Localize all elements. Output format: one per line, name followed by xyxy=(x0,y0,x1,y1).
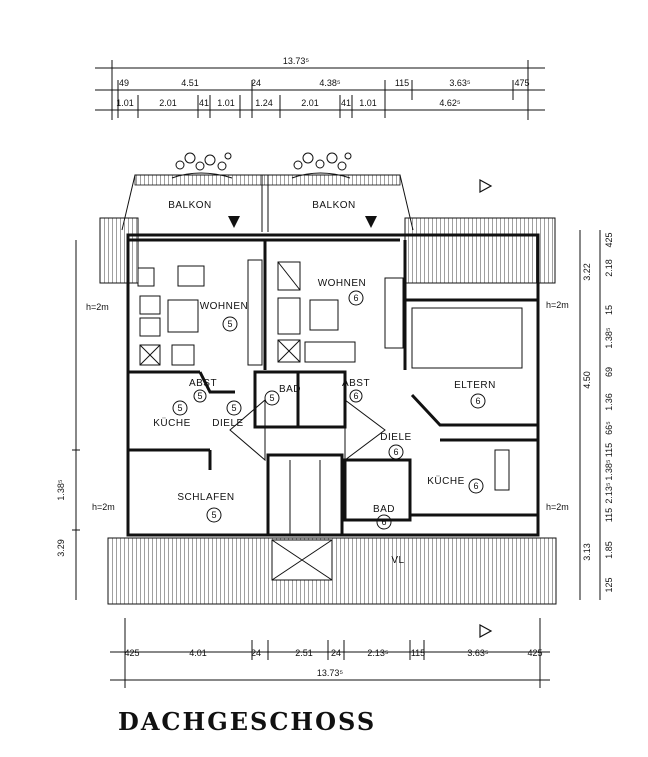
dim-right-col: 1.85 xyxy=(604,541,614,559)
room-label-abst-left: ABST xyxy=(189,378,217,389)
marker-wohnen-left: 5 xyxy=(227,319,232,329)
room-markers: 5 6 6 5 5 6 6 5 5 6 5 6 xyxy=(172,290,486,530)
dim-top-row2: 1.01 xyxy=(359,98,377,108)
dim-right-col: 66⁵ xyxy=(604,421,614,435)
room-label-bad-right: BAD xyxy=(373,504,395,515)
dim-bottom-row: 425 xyxy=(527,648,542,658)
dim-right-h2: h=2m xyxy=(546,502,569,512)
dim-bottom-row: 3.63⁵ xyxy=(467,648,489,658)
dim-bottom-row: 425 xyxy=(124,648,139,658)
arrow-marker-top xyxy=(479,178,493,194)
drawing-title: DACHGESCHOSS xyxy=(118,707,376,736)
left-dimensions: h=2m 1.38⁵ h=2m 3.29 xyxy=(56,240,115,600)
room-label-wohnen-left: WOHNEN xyxy=(200,301,249,312)
marker-diele-left: 5 xyxy=(231,403,236,413)
dim-right-col: 115 xyxy=(604,443,614,457)
dim-right-col: 1.36 xyxy=(604,393,614,411)
dim-right-col: 2.13⁵ xyxy=(604,482,614,504)
dim-right-col: 115 xyxy=(604,508,614,522)
dim-top-row1: 4.38⁵ xyxy=(319,78,341,88)
dim-top-row2: 2.01 xyxy=(301,98,319,108)
room-label-schlafen: SCHLAFEN xyxy=(177,492,234,503)
room-label-diele-left: DIELE xyxy=(212,418,243,429)
marker-abst-left: 5 xyxy=(197,391,202,401)
room-labels: WOHNEN WOHNEN ELTERN KÜCHE DIELE DIELE K… xyxy=(153,278,496,566)
marker-bad-right: 6 xyxy=(381,517,386,527)
room-label-balkon-right: BALKON xyxy=(312,200,356,211)
dim-right-col: 1.38⁵ xyxy=(604,327,614,349)
dim-right-col: 4.50 xyxy=(582,371,592,389)
dim-top-row2: 1.01 xyxy=(116,98,134,108)
dim-top-row1: 4.51 xyxy=(181,78,199,88)
dim-top-row2: 1.01 xyxy=(217,98,235,108)
dim-top-row1: 3.63⁵ xyxy=(449,78,471,88)
dim-right-col: 125 xyxy=(604,577,614,592)
marker-schlafen: 5 xyxy=(211,510,216,520)
right-dimensions: h=2m h=2m 425 3.22 2.18 15 1.38⁵ 69 4.50… xyxy=(546,230,614,600)
dim-right-col: 425 xyxy=(604,232,614,247)
dim-right-col: 15 xyxy=(604,305,614,315)
dim-bottom-row: 115 xyxy=(411,648,425,658)
marker-kueche-right: 6 xyxy=(473,481,478,491)
dim-left-329: 3.29 xyxy=(56,539,66,557)
marker-wohnen-right: 6 xyxy=(353,293,358,303)
room-label-diele-right: DIELE xyxy=(380,432,411,443)
dim-top-row1: 24 xyxy=(251,78,261,88)
room-label-wohnen-right: WOHNEN xyxy=(318,278,367,289)
dim-right-col: 3.22 xyxy=(582,263,592,281)
dim-top-row1: 49 xyxy=(119,78,129,88)
room-label-kueche-right: KÜCHE xyxy=(427,475,465,487)
top-dimensions: 13.73⁵ 49 4.51 24 4.38⁵ 115 3.63⁵ 475 1.… xyxy=(95,56,545,120)
dim-top-row2: 2.01 xyxy=(159,98,177,108)
dim-right-h1: h=2m xyxy=(546,300,569,310)
dim-left-h2: h=2m xyxy=(92,502,115,512)
marker-abst-right: 6 xyxy=(353,391,358,401)
dim-top-row1: 115 xyxy=(395,78,409,88)
dim-top-row2: 1.24 xyxy=(255,98,273,108)
room-label-eltern: ELTERN xyxy=(454,380,496,391)
room-label-abst-right: ABST xyxy=(342,378,370,389)
room-label-kueche-left: KÜCHE xyxy=(153,417,191,429)
dim-top-overall: 13.73⁵ xyxy=(283,56,310,66)
dim-right-col: 3.13 xyxy=(582,543,592,561)
roof-areas xyxy=(99,217,557,605)
plant-decoration xyxy=(171,152,352,179)
dim-left-h1: h=2m xyxy=(86,302,109,312)
dim-bottom-row: 2.51 xyxy=(295,648,313,658)
dim-right-col: 2.18 xyxy=(604,259,614,277)
room-label-vl: VL xyxy=(391,555,404,566)
furniture-right xyxy=(277,261,523,491)
walls xyxy=(126,233,540,537)
dim-top-row2: 41 xyxy=(341,98,351,108)
dim-left-138: 1.38⁵ xyxy=(56,479,66,501)
dim-top-row1: 475 xyxy=(514,78,529,88)
dim-right-col: 69 xyxy=(604,367,614,377)
dim-bottom-overall: 13.73⁵ xyxy=(317,668,344,678)
dim-right-col: 1.38⁵ xyxy=(604,459,614,481)
marker-kueche-left: 5 xyxy=(177,403,182,413)
dim-bottom-row: 24 xyxy=(331,648,341,658)
dim-bottom-row: 2.13⁵ xyxy=(367,648,389,658)
marker-diele-right: 6 xyxy=(393,447,398,457)
arrow-marker-bottom xyxy=(479,623,493,639)
dim-bottom-row: 4.01 xyxy=(189,648,207,658)
dim-bottom-row: 24 xyxy=(251,648,261,658)
balconies: BALKON BALKON xyxy=(121,174,414,232)
room-label-bad-left: BAD xyxy=(279,384,301,395)
dim-top-row2: 41 xyxy=(199,98,209,108)
stair-lines xyxy=(229,398,386,535)
bottom-dimensions: 425 4.01 24 2.51 24 2.13⁵ 115 3.63⁵ 425 … xyxy=(110,618,550,688)
marker-eltern: 6 xyxy=(475,396,480,406)
furniture-left xyxy=(137,259,263,366)
room-label-balkon-left: BALKON xyxy=(168,200,212,211)
marker-bad-left: 5 xyxy=(269,393,274,403)
dim-top-row2: 4.62⁵ xyxy=(439,98,461,108)
